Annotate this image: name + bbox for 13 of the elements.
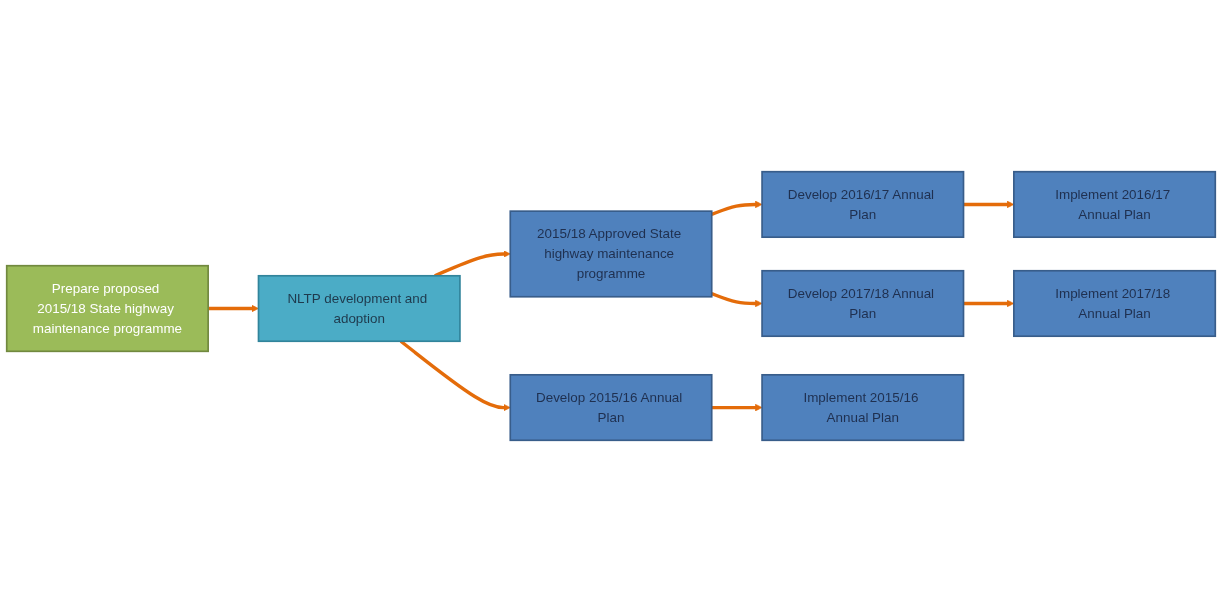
arrow [208,304,259,313]
node-box: Implement 2016/17 Annual Plan [1013,170,1217,238]
arrow [711,200,763,216]
node-box: Prepare proposed 2015/18 State highway maintenance programme [5,264,209,353]
node-box: Implement 2017/18 Annual Plan [1013,269,1217,338]
node-box: Implement 2015/16 Annual Plan [761,374,965,442]
node-box: NLTP development and adoption [257,274,461,343]
node-box: Develop 2015/16 Annual Plan [509,374,713,442]
node-box: 2015/18 Approved State highway maintenance programme [509,210,713,298]
node-box: Develop 2016/17 Annual Plan [761,170,965,238]
node-box: Develop 2017/18 Annual Plan [761,269,965,338]
arrow [711,403,763,412]
arrow [711,292,763,308]
